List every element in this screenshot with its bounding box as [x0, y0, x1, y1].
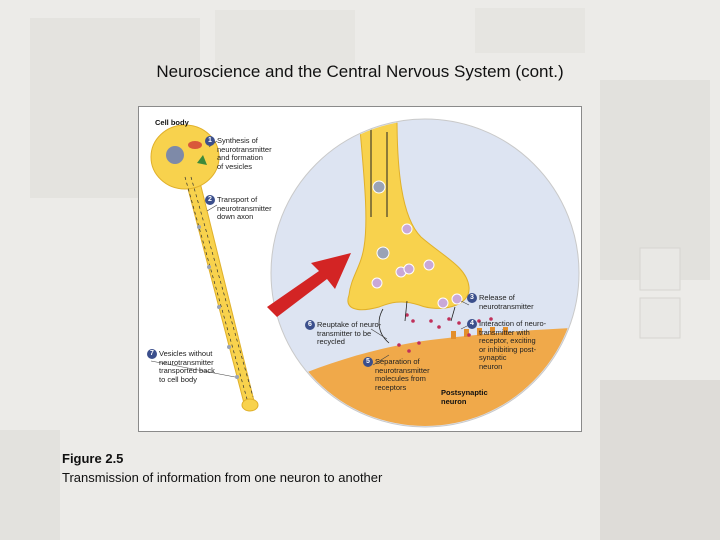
step-7-text: Vesicles without neurotransmitter transp…: [159, 349, 215, 384]
cell-body-label: Cell body: [155, 118, 189, 127]
figure-neurotransmission: Cell body 1 Synthesis of neurotransmitte…: [138, 106, 582, 432]
presynaptic-terminal: [347, 120, 470, 311]
nucleus: [166, 146, 184, 164]
step-6-badge: 6: [305, 320, 315, 330]
magnify-arrow: [267, 253, 351, 317]
cell-body: [150, 124, 220, 190]
step-1-text: Synthesis of neurotransmitter and format…: [217, 136, 272, 171]
figure-caption-title: Figure 2.5: [62, 451, 124, 466]
step-4-badge: 4: [467, 319, 477, 329]
step-3-text: Release of neurotransmitter: [479, 293, 534, 311]
step-2-badge: 2: [205, 195, 215, 205]
step-4-text: Interaction of neuro- transmitter with r…: [479, 319, 547, 371]
postsynaptic-neuron-label: Postsynaptic neuron: [441, 388, 488, 406]
step-1-badge: 1: [205, 136, 215, 146]
step-5-badge: 5: [363, 357, 373, 367]
neurotransmission-illustration: [150, 118, 580, 428]
slide-title: Neuroscience and the Central Nervous Sys…: [156, 62, 564, 81]
step-7-badge: 7: [147, 349, 157, 359]
axon-terminal: [241, 398, 259, 412]
figure-caption-text: Transmission of information from one neu…: [62, 470, 383, 485]
step-6-text: Reuptake of neuro- transmitter to be rec…: [317, 320, 382, 346]
step-2-text: Transport of neurotransmitter down axon: [217, 195, 272, 221]
step-5-text: Separation of neurotransmitter molecules…: [375, 357, 430, 392]
step-3-badge: 3: [467, 293, 477, 303]
